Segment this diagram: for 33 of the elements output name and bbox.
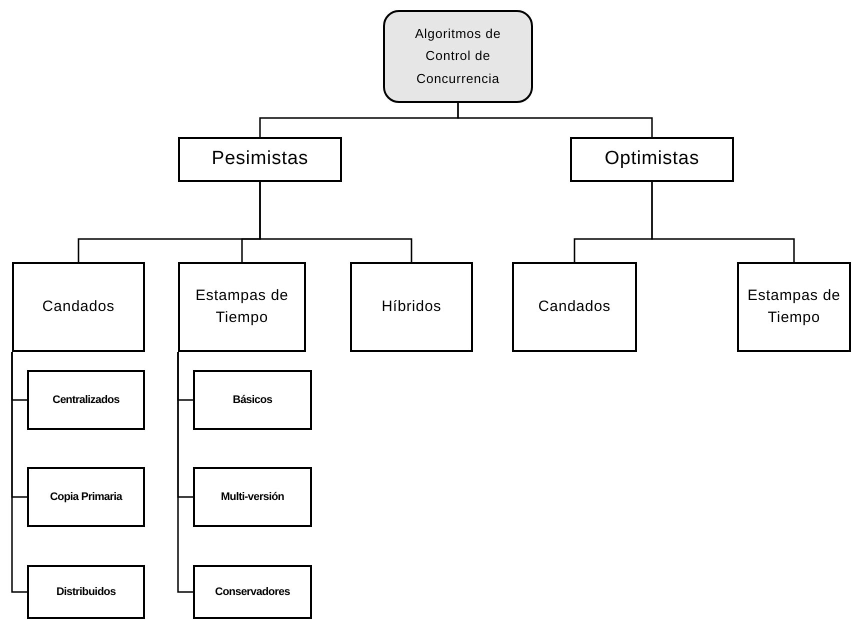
- connector-line: [457, 103, 653, 137]
- leaf-box: [193, 565, 312, 619]
- node-label: Híbridos: [382, 296, 442, 317]
- node-label: Estampas de Tiempo: [746, 286, 842, 328]
- connector-line: [11, 352, 27, 593]
- node-label: Candados: [42, 296, 115, 317]
- node-label: Candados: [538, 296, 611, 317]
- subcategory-box: [178, 262, 306, 352]
- root-category-box: [383, 10, 533, 103]
- node-label: Estampas de Tiempo: [194, 286, 290, 328]
- node-label: Copia Primaria: [50, 490, 122, 505]
- connector-line: [259, 182, 412, 262]
- subcategory-box: [737, 262, 851, 352]
- subcategory-box: [512, 262, 637, 352]
- leaf-box: [27, 565, 145, 619]
- node-label: Optimistas: [604, 147, 700, 172]
- category-box: [178, 137, 342, 182]
- connector-line: [177, 352, 193, 593]
- node-label: Distribuidos: [56, 584, 116, 600]
- connector-line: [651, 182, 795, 262]
- node-label: Básicos: [232, 392, 272, 408]
- leaf-box: [27, 370, 145, 430]
- node-label: Conservadores: [215, 584, 290, 600]
- leaf-box: [27, 467, 145, 527]
- leaf-box: [193, 467, 312, 527]
- subcategory-box: [12, 262, 145, 352]
- node-label: Algoritmos de Control de Concurrencia: [414, 25, 502, 88]
- node-label: Centralizados: [52, 392, 120, 408]
- node-label: Multi-versión: [220, 490, 284, 505]
- category-box: [570, 137, 734, 182]
- subcategory-box: [350, 262, 473, 352]
- leaf-box: [193, 370, 312, 430]
- node-label: Pesimistas: [212, 147, 308, 172]
